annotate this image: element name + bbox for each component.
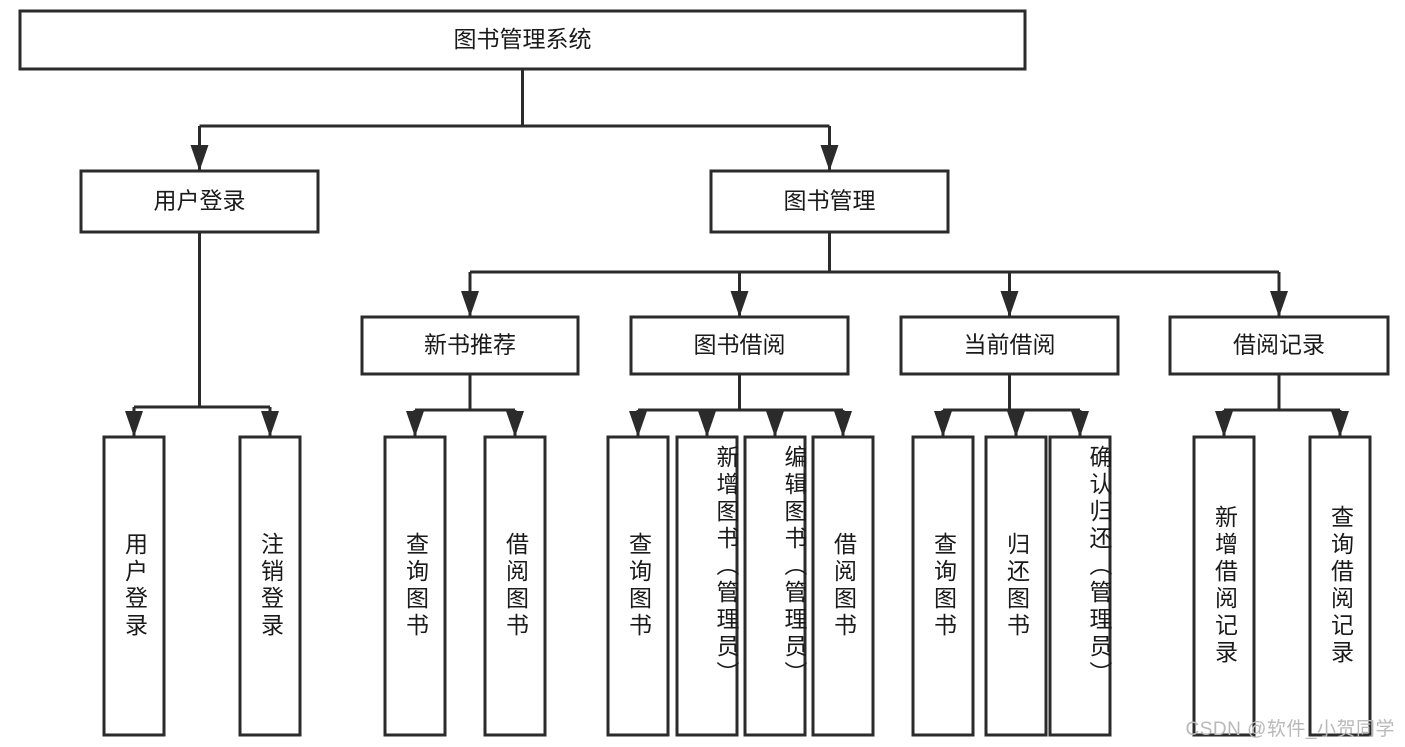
leaf-node-box[interactable]: [606, 435, 670, 737]
level2-node-1[interactable]: 用户登录: [79, 169, 320, 234]
connector-layer: [125, 69, 1349, 437]
leaf-node-1[interactable]: [102, 435, 166, 737]
level3-node-4[interactable]: 借阅记录: [1168, 315, 1390, 376]
level3-node-label: 借阅记录: [1233, 332, 1325, 358]
leaf-node-6[interactable]: [675, 435, 739, 737]
record-arrow-1: [1215, 411, 1233, 437]
leaf-node-box[interactable]: [102, 435, 166, 737]
level3-node-box[interactable]: [1168, 315, 1390, 376]
leaf-node-box[interactable]: [811, 435, 875, 737]
user-login-arrow-2: [261, 411, 279, 437]
record-arrow-2: [1331, 411, 1349, 437]
current-arrow-2: [1007, 411, 1025, 437]
leaf-node-10[interactable]: [984, 435, 1048, 737]
borrow-arrow-4: [834, 411, 852, 437]
level2-node-box[interactable]: [79, 169, 320, 234]
level3-node-3[interactable]: 当前借阅: [899, 315, 1120, 376]
level3-node-2[interactable]: 图书借阅: [629, 315, 850, 376]
leaf-node-box[interactable]: [911, 435, 975, 737]
leaf-node-box[interactable]: [1048, 435, 1112, 737]
level3-node-box[interactable]: [899, 315, 1120, 376]
leaf-node-2[interactable]: [238, 435, 302, 737]
level2-node-2[interactable]: 图书管理: [709, 169, 950, 234]
level2-node-label: 用户登录: [154, 188, 246, 214]
level3-node-box[interactable]: [360, 315, 580, 376]
leaf-node-box[interactable]: [1308, 435, 1372, 737]
root-node-1[interactable]: 图书管理系统: [18, 9, 1027, 71]
book-mgmt-arrow-1: [461, 291, 479, 317]
leaf-node-box[interactable]: [483, 435, 547, 737]
level2-node-label: 图书管理: [784, 188, 876, 214]
root-arrow-2: [820, 145, 839, 171]
leaf-node-5[interactable]: [606, 435, 670, 737]
leaf-node-box[interactable]: [383, 435, 447, 737]
borrow-arrow-1: [629, 411, 647, 437]
leaf-node-3[interactable]: [383, 435, 447, 737]
leaf-node-13[interactable]: [1308, 435, 1372, 737]
leaf-node-8[interactable]: [811, 435, 875, 737]
borrow-arrow-2: [698, 411, 716, 437]
leaf-node-11[interactable]: [1048, 435, 1112, 737]
book-mgmt-arrow-2: [730, 291, 749, 317]
user-login-arrow-1: [125, 411, 143, 437]
leaf-node-box[interactable]: [238, 435, 302, 737]
leaf-node-4[interactable]: [483, 435, 547, 737]
leaf-node-box[interactable]: [1192, 435, 1256, 737]
borrow-arrow-3: [766, 411, 784, 437]
new-book-arrow-2: [506, 411, 524, 437]
level3-node-1[interactable]: 新书推荐: [360, 315, 580, 376]
root-node-label: 图书管理系统: [454, 26, 592, 52]
leaf-node-box[interactable]: [743, 435, 807, 737]
level2-node-box[interactable]: [709, 169, 950, 234]
leaf-node-box[interactable]: [984, 435, 1048, 737]
level3-node-label: 当前借阅: [964, 332, 1056, 358]
book-mgmt-arrow-4: [1270, 291, 1288, 317]
root-node-box[interactable]: [18, 9, 1027, 71]
level3-node-label: 图书借阅: [694, 332, 786, 358]
book-mgmt-arrow-3: [1000, 291, 1019, 317]
root-arrow-1: [190, 145, 209, 171]
watermark-text: CSDN @软件_小贺同学: [1185, 719, 1395, 740]
leaf-node-9[interactable]: [911, 435, 975, 737]
new-book-arrow-1: [406, 411, 424, 437]
current-arrow-1: [934, 411, 952, 437]
level3-node-label: 新书推荐: [424, 332, 516, 358]
level3-node-box[interactable]: [629, 315, 850, 376]
current-arrow-3: [1071, 411, 1089, 437]
leaf-node-7[interactable]: [743, 435, 807, 737]
leaf-node-12[interactable]: [1192, 435, 1256, 737]
leaf-node-box[interactable]: [675, 435, 739, 737]
